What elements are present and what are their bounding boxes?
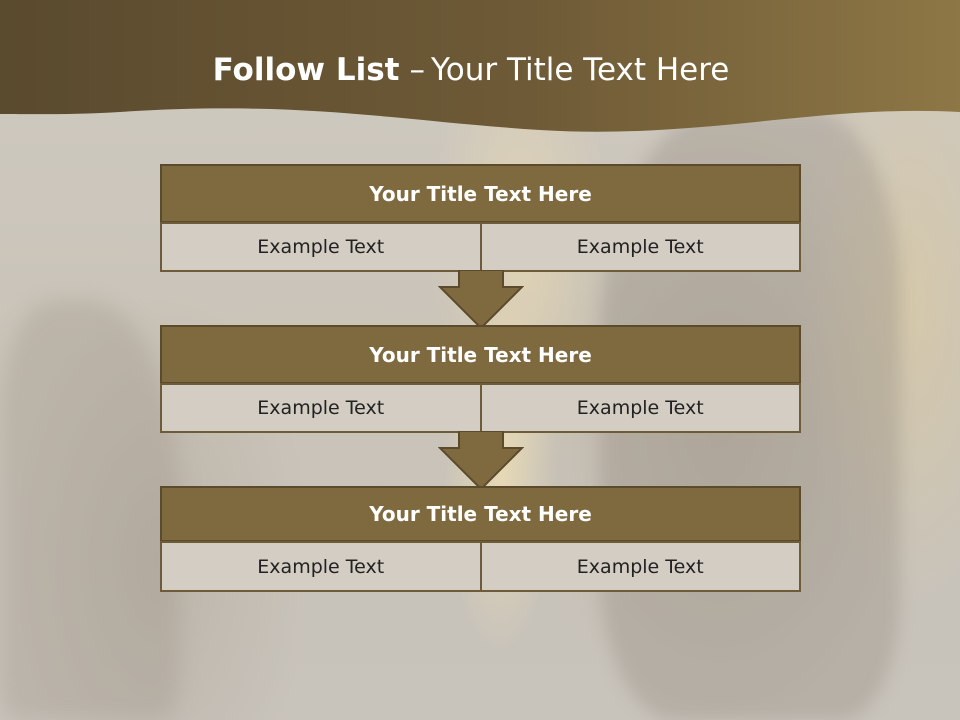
list-block-2: Your Title Text Here Example Text Exampl… xyxy=(160,325,801,433)
slide-title-separator: – xyxy=(409,52,425,88)
block-cell-left[interactable]: Example Text xyxy=(160,383,482,433)
block-cell-left[interactable]: Example Text xyxy=(160,222,482,272)
slide-title-bold: Follow List xyxy=(212,52,400,88)
block-row: Example Text Example Text xyxy=(160,383,801,433)
block-row: Example Text Example Text xyxy=(160,541,801,592)
block-title[interactable]: Your Title Text Here xyxy=(160,325,801,384)
block-cell-right[interactable]: Example Text xyxy=(481,541,801,592)
block-cell-right[interactable]: Example Text xyxy=(481,383,801,433)
block-title[interactable]: Your Title Text Here xyxy=(160,486,801,542)
block-cell-right[interactable]: Example Text xyxy=(481,222,801,272)
down-arrow-icon xyxy=(438,270,524,330)
title-banner xyxy=(0,0,960,132)
block-title[interactable]: Your Title Text Here xyxy=(160,164,801,223)
list-block-3: Your Title Text Here Example Text Exampl… xyxy=(160,486,801,592)
slide-title: Follow List–Your Title Text Here xyxy=(0,52,942,88)
block-row: Example Text Example Text xyxy=(160,222,801,272)
block-cell-left[interactable]: Example Text xyxy=(160,541,482,592)
list-block-1: Your Title Text Here Example Text Exampl… xyxy=(160,164,801,272)
down-arrow-icon xyxy=(438,431,524,491)
background-rock-left xyxy=(0,300,180,720)
slide-title-rest: Your Title Text Here xyxy=(430,52,730,88)
